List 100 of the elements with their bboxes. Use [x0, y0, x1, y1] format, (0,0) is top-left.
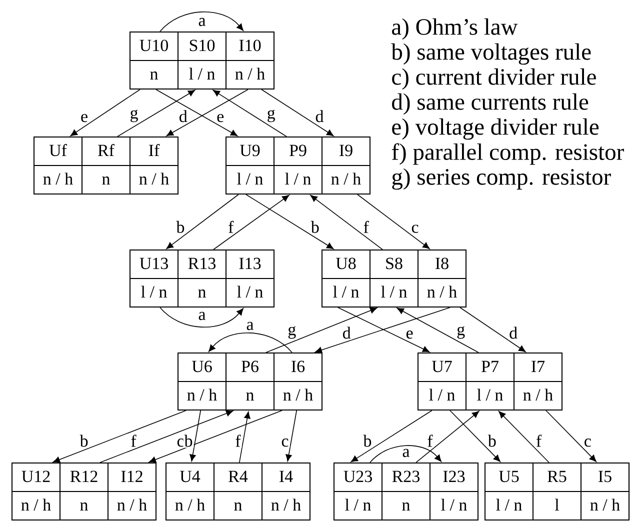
edge-label: d — [508, 326, 519, 340]
arrow — [338, 307, 430, 352]
arrow — [166, 194, 239, 250]
table-cell: U9 l / n — [225, 136, 275, 194]
edge-label: b — [175, 220, 186, 234]
table-cell: P7 l / n — [465, 352, 515, 410]
table-cell: R12 n — [59, 462, 109, 520]
key-entry: b) same voltages rule — [391, 43, 591, 65]
arrow — [166, 89, 248, 136]
arrow — [286, 410, 297, 462]
arrow — [460, 307, 526, 352]
arrow — [212, 90, 287, 137]
table-cell: R4 n — [213, 462, 263, 520]
arrow — [350, 410, 432, 462]
arrow — [208, 332, 292, 353]
edge-label: f — [426, 434, 434, 448]
arrow — [310, 194, 383, 250]
edge-label: b — [486, 434, 498, 448]
edge-label: f — [130, 434, 138, 448]
table-cell: P6 n — [225, 352, 275, 410]
edge-label: f — [227, 220, 235, 234]
table-cell: U6 n / h — [177, 352, 227, 410]
table-cell: I10 n / h — [225, 32, 275, 90]
edge-label: b — [310, 220, 320, 234]
edge-label: c — [582, 438, 592, 448]
edge-label: e — [216, 112, 226, 124]
table-cell: I4 n / h — [261, 462, 311, 520]
table-cell: I23 l / n — [429, 462, 479, 520]
edge-label: f — [362, 220, 370, 234]
arrow — [160, 12, 244, 32]
table-cell: I8 n / h — [417, 250, 467, 308]
table-cell: S8 l / n — [369, 250, 419, 308]
key-entry: g) series comp. resistor — [392, 168, 611, 190]
table-cell: U12 n / h — [11, 462, 61, 520]
table-cell: If n / h — [129, 136, 179, 194]
edge-label: g — [286, 325, 298, 340]
arrow — [190, 410, 201, 462]
table-cell: U5 l / n — [484, 462, 534, 520]
table-cell: I9 n / h — [321, 136, 371, 194]
arrow — [148, 410, 282, 463]
edge-label: c — [280, 438, 290, 448]
table-cell: U13 l / n — [129, 250, 179, 308]
arrow — [357, 194, 430, 250]
edge-label: d — [314, 109, 325, 124]
arrow — [117, 90, 196, 137]
edge-label: g — [266, 108, 276, 124]
edge-label: a — [245, 320, 255, 332]
table-cell: R5 l — [532, 462, 582, 520]
arrow — [416, 411, 480, 463]
table-cell: Uf n / h — [33, 136, 83, 194]
table-cell: Rf n — [81, 136, 131, 194]
arrow — [370, 445, 442, 463]
edge-label: f — [534, 434, 543, 448]
edge-label: g — [128, 108, 140, 124]
table-cell: U7 l / n — [417, 352, 467, 410]
arrow — [246, 194, 334, 250]
table-cell: P9 l / n — [273, 136, 323, 194]
arrow — [261, 89, 334, 136]
edge-label: a — [401, 448, 411, 458]
edge-label: b — [362, 434, 373, 448]
table-cell: S10 l / n — [177, 32, 227, 90]
table-cell: I13 l / n — [225, 250, 275, 308]
table-cell: I6 n / h — [273, 352, 323, 410]
edge-label: c — [410, 224, 420, 234]
edge-label: b — [78, 434, 90, 448]
arrow — [213, 194, 290, 250]
edge-label: d — [178, 109, 188, 124]
arrow — [52, 410, 186, 463]
table-cell: R13 n — [177, 250, 227, 308]
arrow — [160, 307, 244, 328]
table-cell: I5 n / h — [580, 462, 630, 520]
arrow — [239, 412, 250, 463]
arrow — [450, 410, 500, 462]
arrow — [546, 410, 596, 462]
arrow — [498, 411, 550, 463]
key-entry: c) current divider rule — [392, 68, 596, 90]
arrow — [396, 308, 479, 353]
table-cell: U23 l / n — [333, 462, 383, 520]
edge-label: d — [341, 326, 352, 340]
edge-label: b — [183, 434, 194, 448]
edge-label: e — [404, 330, 414, 340]
edge-label: e — [80, 112, 90, 124]
edge-label: a — [197, 16, 207, 28]
table-cell: U4 n / h — [165, 462, 215, 520]
arrow — [70, 89, 140, 136]
arrow — [156, 89, 238, 136]
key-entry: a) Ohm’s law — [392, 18, 518, 40]
table-cell: I7 n / h — [513, 352, 563, 410]
edge-label: g — [456, 325, 466, 340]
edge-label: a — [197, 310, 207, 322]
table-cell: U8 l / n — [321, 250, 371, 308]
edge-label: f — [234, 434, 242, 448]
arrow — [314, 307, 450, 354]
table-cell: R23 n — [381, 462, 431, 520]
arrow — [100, 410, 234, 463]
key-entry: d) same currents rule — [392, 93, 588, 115]
key-entry: e) voltage divider rule — [392, 118, 599, 140]
table-cell: I12 n / h — [107, 462, 157, 520]
key-entry: f) parallel comp. resistor — [392, 143, 624, 165]
arrow — [266, 307, 378, 353]
